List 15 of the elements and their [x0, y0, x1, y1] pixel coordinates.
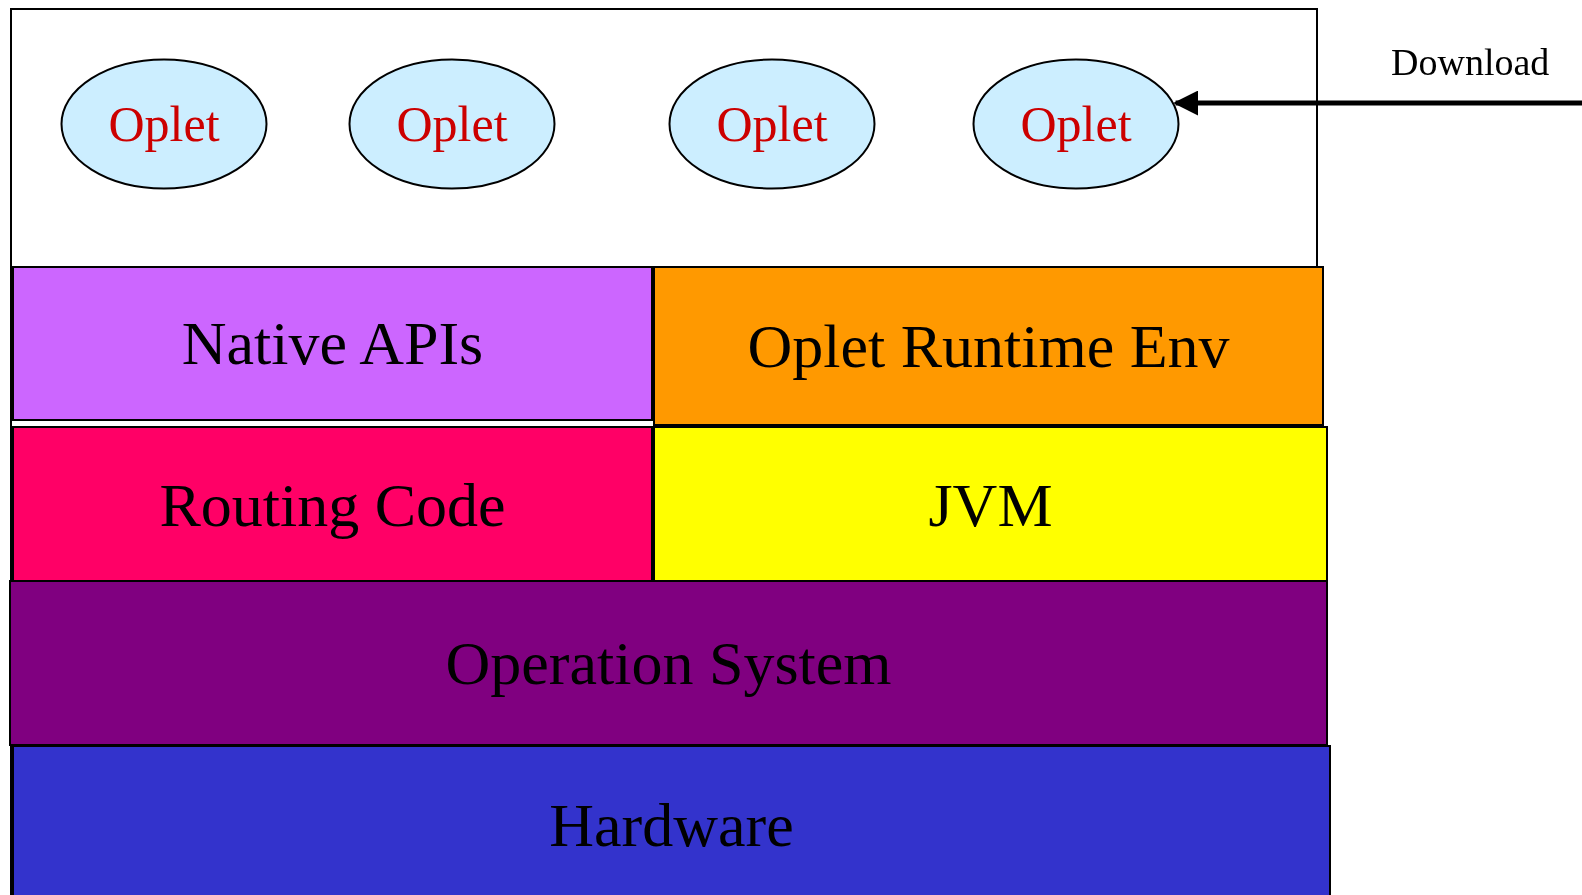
layer-band [12, 266, 653, 421]
layer-label: Native APIs [181, 308, 484, 379]
layer-band [653, 266, 1324, 426]
node-label: Oplet [108, 95, 220, 153]
node-label: Oplet [396, 95, 508, 153]
layer-label: Oplet Runtime Env [747, 310, 1230, 382]
layer-label: Routing Code [159, 469, 506, 541]
layer-band [9, 580, 1328, 746]
layer-label: Operation System [445, 627, 892, 699]
arrow [1173, 90, 1582, 116]
node-label: Oplet [716, 95, 828, 153]
layer-label: Hardware [549, 789, 794, 861]
node-label: Oplet [1020, 95, 1132, 153]
layer-band [12, 745, 1331, 895]
layer-label: JVM [928, 469, 1053, 541]
